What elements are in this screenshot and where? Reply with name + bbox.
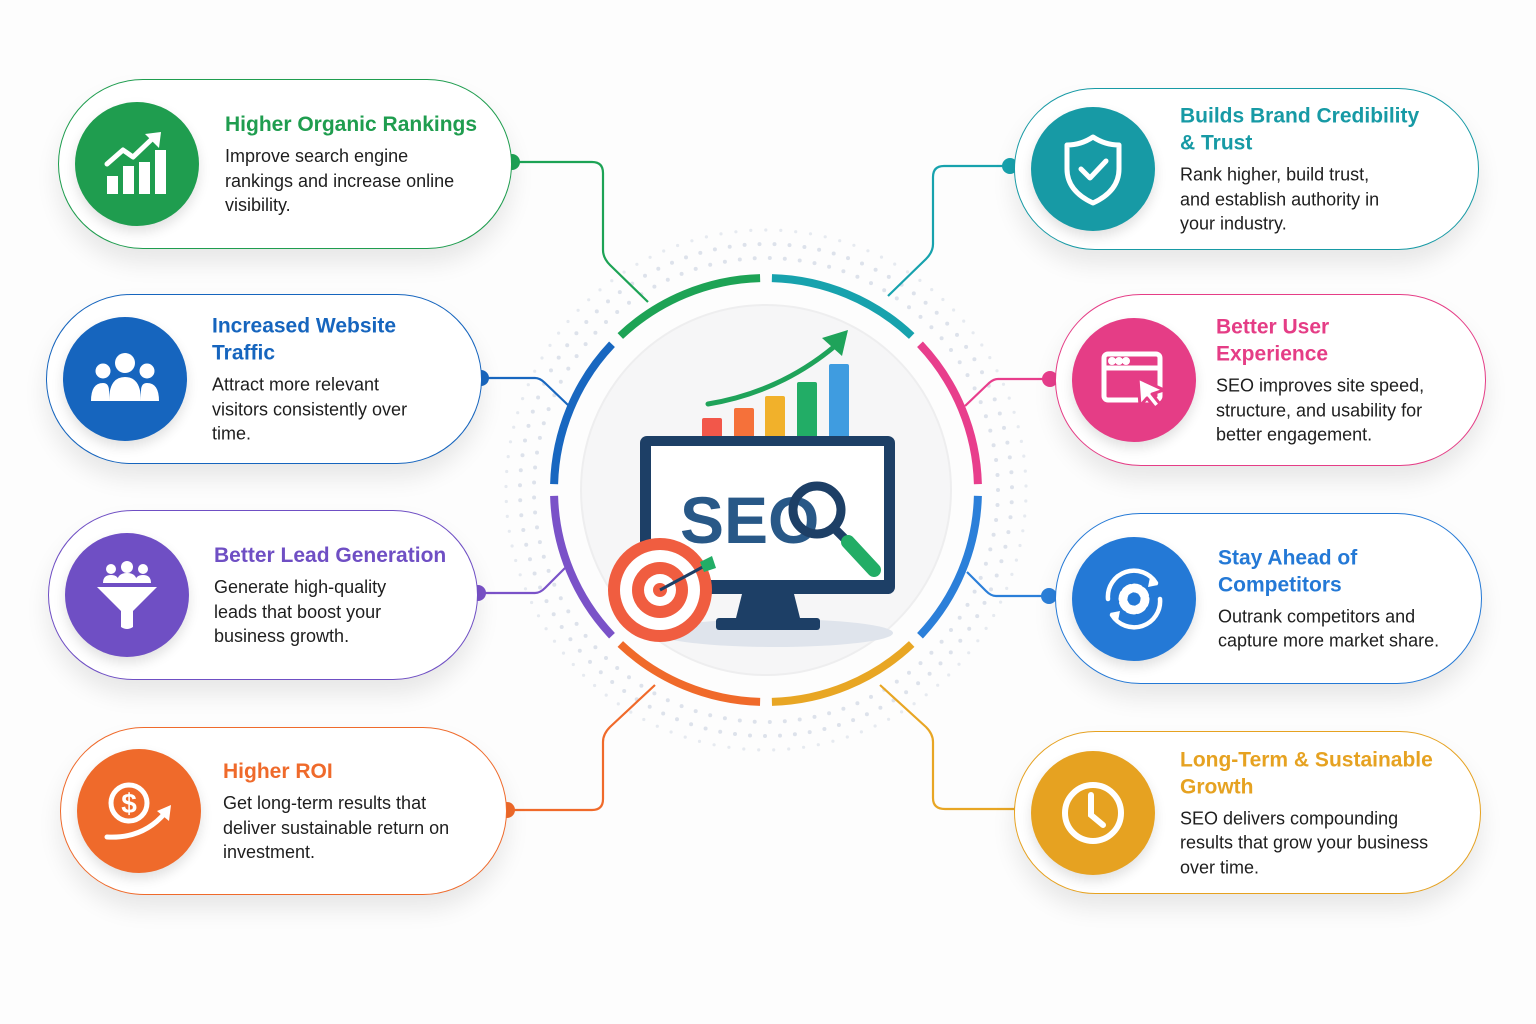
target-icon	[608, 538, 716, 642]
bar-chart-growth-icon	[75, 102, 199, 226]
card-description: SEO delivers compounding results that gr…	[1180, 807, 1429, 877]
card-stay-ahead-of-competitors: Stay Ahead of Competitors Outrank compet…	[1055, 513, 1482, 684]
card-builds-brand-credibility: Builds Brand Credibility & Trust Rank hi…	[1014, 88, 1479, 250]
card-better-lead-generation: Better Lead Generation Generate high-qua…	[48, 510, 478, 680]
browser-cursor-icon	[1072, 318, 1196, 442]
card-better-user-experience: Better User Experience SEO improves site…	[1055, 294, 1486, 466]
ring-segment	[550, 495, 615, 639]
shield-check-icon	[1031, 107, 1155, 231]
gear-refresh-icon	[1072, 536, 1196, 661]
card-increased-website-traffic: Increased Website Traffic Attract more r…	[46, 294, 482, 464]
users-group-icon	[63, 317, 187, 441]
card-description: Get long-term results that deliver susta…	[223, 792, 450, 862]
ring-segment	[617, 274, 761, 339]
card-description: Improve search engine rankings and incre…	[225, 145, 455, 215]
card-description: Rank higher, build trust, and establish …	[1180, 164, 1380, 234]
funnel-icon	[65, 533, 189, 657]
dotted-halo	[504, 228, 1028, 752]
ring-segment	[917, 341, 982, 485]
clock-icon	[1031, 750, 1155, 875]
magnifier-icon	[788, 481, 881, 577]
card-title: Better Lead Generation	[214, 543, 447, 567]
seo-illustration: SEO	[608, 330, 895, 647]
card-title: Increased Website Traffic	[212, 314, 397, 365]
ring-segment	[771, 641, 915, 706]
ring-segment	[617, 641, 761, 706]
svg-text:$: $	[121, 788, 137, 819]
ring-segment	[550, 341, 615, 485]
ring-segment	[917, 495, 982, 639]
card-title: Stay Ahead of Competitors	[1218, 546, 1358, 596]
growth-bar-chart-icon	[702, 330, 849, 438]
card-title: Better User Experience	[1216, 315, 1330, 366]
card-title: Builds Brand Credibility & Trust	[1180, 104, 1420, 155]
card-title: Higher Organic Rankings	[225, 112, 478, 136]
card-description: SEO improves site speed, structure, and …	[1216, 375, 1425, 445]
ring-segment	[771, 274, 915, 339]
card-description: Outrank competitors and capture more mar…	[1218, 606, 1440, 651]
card-higher-organic-rankings: Higher Organic Rankings Improve search e…	[58, 79, 512, 249]
card-long-term-sustainable-growth: Long-Term & Sustainable Growth SEO deliv…	[1014, 731, 1481, 894]
card-description: Attract more relevant visitors consisten…	[212, 374, 408, 444]
card-higher-roi: $ Higher ROI Get long-term results that …	[60, 727, 507, 895]
card-title: Long-Term & Sustainable Growth	[1180, 747, 1433, 798]
dollar-growth-icon: $	[77, 749, 201, 873]
card-description: Generate high-quality leads that boost y…	[214, 576, 387, 646]
card-title: Higher ROI	[223, 759, 333, 783]
segmented-ring	[550, 274, 982, 706]
connector-lines	[478, 160, 1050, 812]
